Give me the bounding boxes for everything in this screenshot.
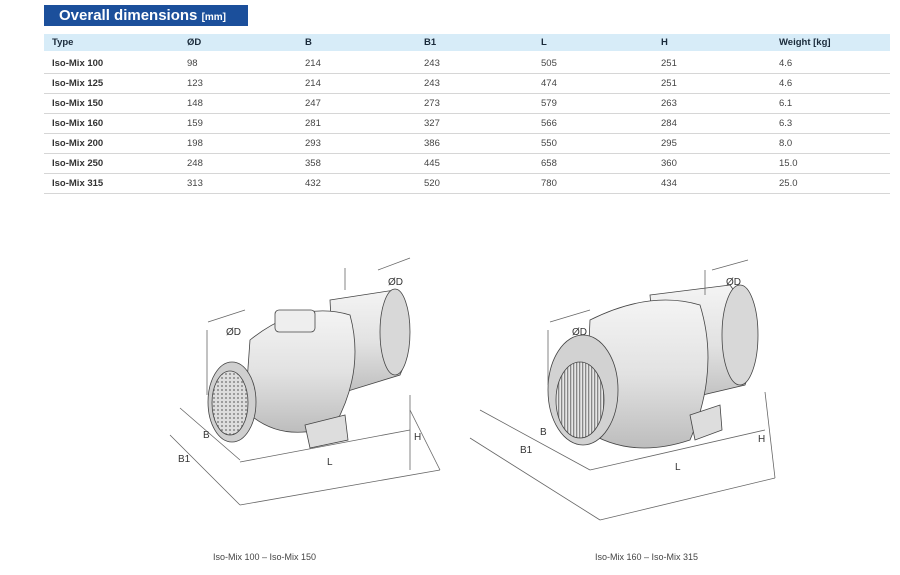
cell-value: 123 <box>179 73 297 94</box>
dimensions-table: Type ØD B B1 L H Weight [kg] Iso-Mix 100… <box>44 34 890 194</box>
cell-value: 273 <box>416 93 533 114</box>
cell-type: Iso-Mix 160 <box>44 113 179 134</box>
label-diameter-1: ØD <box>226 327 241 338</box>
header-weight: Weight [kg] <box>771 34 890 54</box>
cell-value: 159 <box>179 113 297 134</box>
label-diameter-2b: ØD <box>726 277 741 288</box>
header-diameter: ØD <box>179 34 297 54</box>
cell-value: 263 <box>653 93 771 114</box>
cell-value: 434 <box>653 173 771 194</box>
cell-type: Iso-Mix 150 <box>44 93 179 114</box>
cell-value: 505 <box>533 52 653 74</box>
cell-value: 579 <box>533 93 653 114</box>
label-h-1: H <box>414 432 421 443</box>
label-b-2: B <box>540 427 547 438</box>
cell-type: Iso-Mix 200 <box>44 133 179 154</box>
header-h: H <box>653 34 771 54</box>
title-unit: [mm] <box>201 12 227 23</box>
cell-value: 198 <box>179 133 297 154</box>
cell-value: 432 <box>297 173 416 194</box>
label-b-1: B <box>203 430 210 441</box>
cell-value: 474 <box>533 73 653 94</box>
cell-value: 4.6 <box>771 52 890 74</box>
cell-value: 520 <box>416 173 533 194</box>
cell-value: 550 <box>533 133 653 154</box>
cell-value: 327 <box>416 113 533 134</box>
caption-small-models: Iso-Mix 100 – Iso-Mix 150 <box>213 552 317 562</box>
cell-value: 313 <box>179 173 297 194</box>
label-h-2: H <box>758 434 765 445</box>
cell-value: 243 <box>416 73 533 94</box>
label-diameter-2: ØD <box>572 327 587 338</box>
cell-value: 6.3 <box>771 113 890 134</box>
cell-value: 8.0 <box>771 133 890 154</box>
cell-value: 360 <box>653 153 771 174</box>
cell-value: 214 <box>297 73 416 94</box>
cell-value: 251 <box>653 52 771 74</box>
cell-value: 445 <box>416 153 533 174</box>
cell-value: 25.0 <box>771 173 890 194</box>
cell-value: 293 <box>297 133 416 154</box>
cell-value: 295 <box>653 133 771 154</box>
cell-value: 281 <box>297 113 416 134</box>
cell-type: Iso-Mix 100 <box>44 52 179 74</box>
cell-value: 247 <box>297 93 416 114</box>
cell-value: 284 <box>653 113 771 134</box>
cell-value: 251 <box>653 73 771 94</box>
cell-value: 243 <box>416 52 533 74</box>
label-l-2: L <box>675 462 681 473</box>
cell-value: 386 <box>416 133 533 154</box>
label-b1-1: B1 <box>178 454 191 465</box>
cell-value: 358 <box>297 153 416 174</box>
cell-value: 148 <box>179 93 297 114</box>
cell-value: 214 <box>297 52 416 74</box>
cell-value: 566 <box>533 113 653 134</box>
title-text: Overall dimensions <box>59 7 198 24</box>
header-type: Type <box>44 34 179 54</box>
caption-large-models: Iso-Mix 160 – Iso-Mix 315 <box>595 552 699 562</box>
section-title: Overall dimensions [mm] <box>44 5 248 26</box>
cell-value: 6.1 <box>771 93 890 114</box>
label-b1-2: B1 <box>520 445 533 456</box>
cell-type: Iso-Mix 125 <box>44 73 179 94</box>
table-header-row: Type ØD B B1 L H Weight [kg] <box>44 34 890 54</box>
cell-type: Iso-Mix 315 <box>44 173 179 194</box>
cell-type: Iso-Mix 250 <box>44 153 179 174</box>
fan-drawing-small <box>169 257 441 506</box>
cell-value: 780 <box>533 173 653 194</box>
cell-value: 98 <box>179 52 297 74</box>
cell-value: 4.6 <box>771 73 890 94</box>
cell-value: 248 <box>179 153 297 174</box>
fan-drawing-large <box>469 259 776 521</box>
header-b1: B1 <box>416 34 533 54</box>
cell-value: 658 <box>533 153 653 174</box>
header-l: L <box>533 34 653 54</box>
header-b: B <box>297 34 416 54</box>
cell-value: 15.0 <box>771 153 890 174</box>
label-diameter-1b: ØD <box>388 277 403 288</box>
label-l-1: L <box>327 457 333 468</box>
